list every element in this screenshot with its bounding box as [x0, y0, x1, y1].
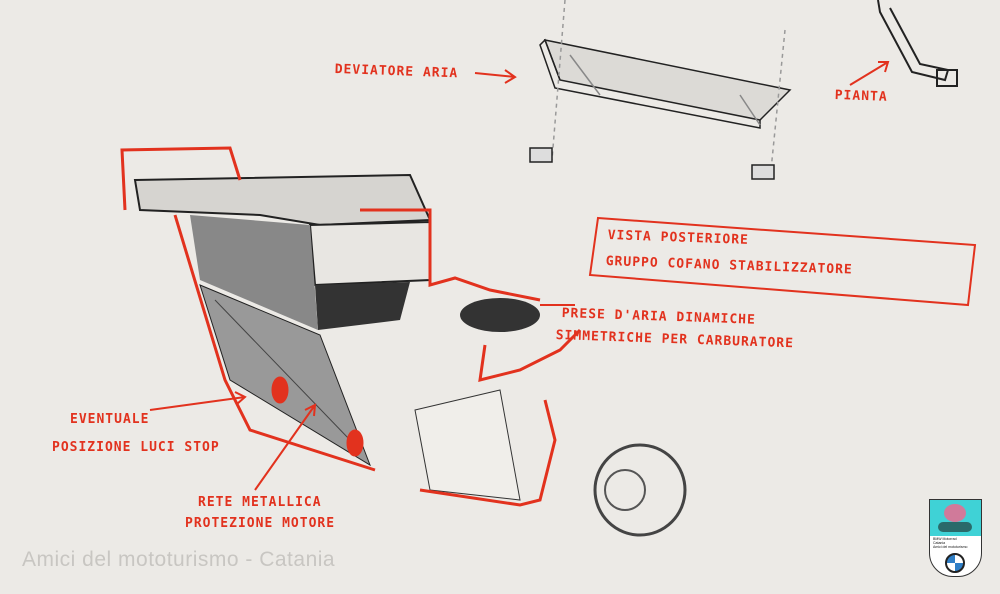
bmw-roundel-icon — [945, 553, 965, 573]
red-outline — [120, 61, 977, 507]
logo-text: BMW Motorrad Catania Amici del mototuris… — [930, 536, 981, 550]
air-deflector-drawing — [529, 0, 792, 181]
label-eventuale: EVENTUALE — [70, 412, 150, 427]
logo-illustration — [930, 500, 981, 536]
label-protezione-motore: PROTEZIONE MOTORE — [185, 516, 336, 531]
logo-line-3: Amici del mototurismo — [933, 545, 968, 549]
logo-line-2: Catania — [933, 541, 946, 545]
club-logo: BMW Motorrad Catania Amici del mototuris… — [929, 499, 982, 577]
logo-line-1: BMW Motorrad — [933, 537, 957, 541]
tail-body-drawing — [133, 173, 687, 537]
label-pianta: PIANTA — [834, 88, 888, 105]
label-rete-metallica: RETE METALLICA — [198, 495, 322, 510]
watermark-text: Amici del mototurismo - Catania — [22, 548, 336, 571]
label-posizione-luci: POSIZIONE LUCI STOP — [52, 440, 220, 455]
plan-view-drawing — [877, 0, 958, 87]
